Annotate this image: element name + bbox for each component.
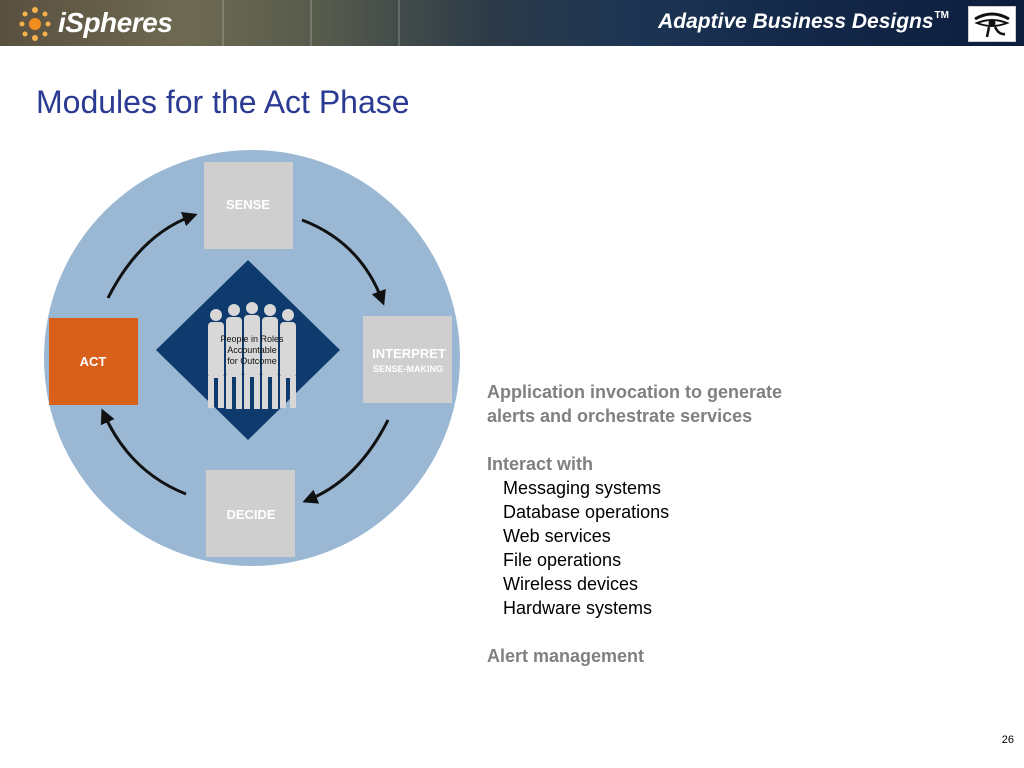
list-item: Web services [503,526,611,546]
list-item: File operations [503,550,622,570]
decide-label: DECIDE [226,507,275,522]
interpret-sublabel: SENSE-MAKING [373,364,443,374]
brand-name: Adaptive Business DesignsTM [658,10,949,34]
heading-application-invocation-line1: Application invocation to generate [487,382,783,402]
slide-title: Modules for the Act Phase [36,84,410,120]
interpret-label: INTERPRET [372,346,446,361]
list-item: Hardware systems [503,598,653,618]
arrow-act-to-sense [106,212,198,299]
trademark: TM [934,10,949,21]
sense-decide-act-cycle-diagram: People in Roles Accountable for Outcome … [44,150,460,566]
heading-alert-management: Alert management [487,646,645,666]
decide-box [206,470,295,557]
eye-of-horus-icon [968,6,1016,42]
logo-text: iSpheres [58,7,173,38]
center-label-line3: for Outcome [227,356,277,366]
heading-application-invocation-line2: alerts and orchestrate services [487,406,753,426]
banner-divider [222,0,224,46]
banner-divider [310,0,312,46]
banner-divider [398,0,400,46]
sense-label: SENSE [226,197,270,212]
header-banner: iSpheres Adaptive Business DesignsTM [0,0,1024,46]
center-label-line2: Accountable [227,345,277,355]
interpret-box [363,316,452,403]
brand-name-text: Adaptive Business Designs [658,10,934,33]
list-item: Messaging systems [503,478,662,498]
act-label: ACT [80,354,107,369]
act-modules-text: Application invocation to generate alert… [487,380,887,668]
ispheres-dots-logo-icon [19,7,51,41]
arrow-interpret-to-decide [302,419,390,504]
arrow-decide-to-act [100,408,187,496]
list-item: Database operations [503,502,670,522]
page-number: 26 [1001,734,1014,746]
act-box [49,318,138,405]
sense-box [204,162,293,249]
list-item: Wireless devices [503,574,639,594]
arrow-sense-to-interpret [301,218,386,306]
people-silhouette-icon [208,302,296,409]
heading-interact-with: Interact with [487,454,594,474]
center-label-line1: People in Roles [220,334,284,344]
